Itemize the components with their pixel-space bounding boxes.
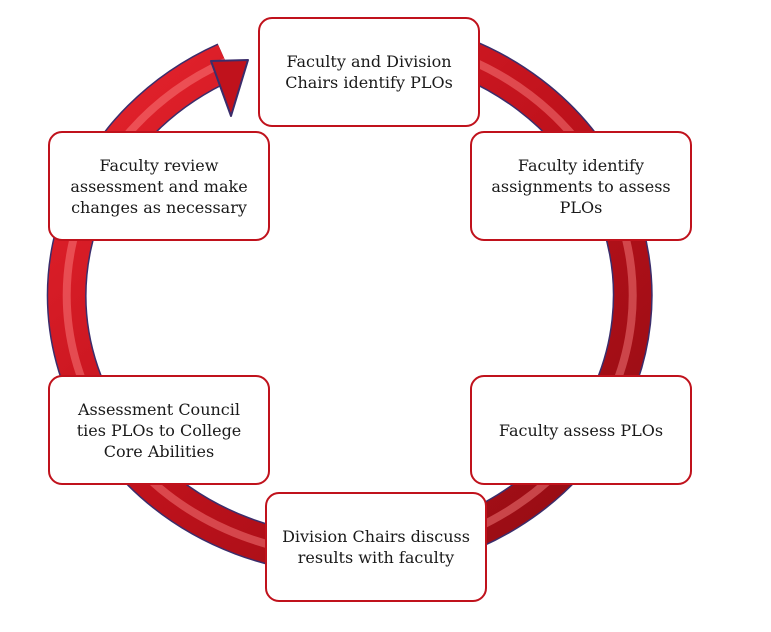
- step-label: Faculty identify assignments to assess P…: [491, 155, 671, 217]
- step-box-assess-plos: Faculty assess PLOs: [470, 375, 692, 485]
- step-box-discuss-results: Division Chairs discuss results with fac…: [265, 492, 487, 602]
- step-box-core-abilities: Assessment Council ties PLOs to College …: [48, 375, 270, 485]
- step-label: Assessment Council ties PLOs to College …: [76, 399, 242, 461]
- step-label: Faculty review assessment and make chang…: [70, 155, 248, 217]
- step-label: Faculty assess PLOs: [498, 420, 664, 440]
- step-box-review-assessment: Faculty review assessment and make chang…: [48, 131, 270, 241]
- step-box-identify-plos: Faculty and Division Chairs identify PLO…: [258, 17, 480, 127]
- step-label: Faculty and Division Chairs identify PLO…: [285, 52, 453, 92]
- step-box-identify-assignments: Faculty identify assignments to assess P…: [470, 131, 692, 241]
- step-label: Division Chairs discuss results with fac…: [282, 527, 470, 567]
- cycle-arrowhead: [210, 59, 249, 117]
